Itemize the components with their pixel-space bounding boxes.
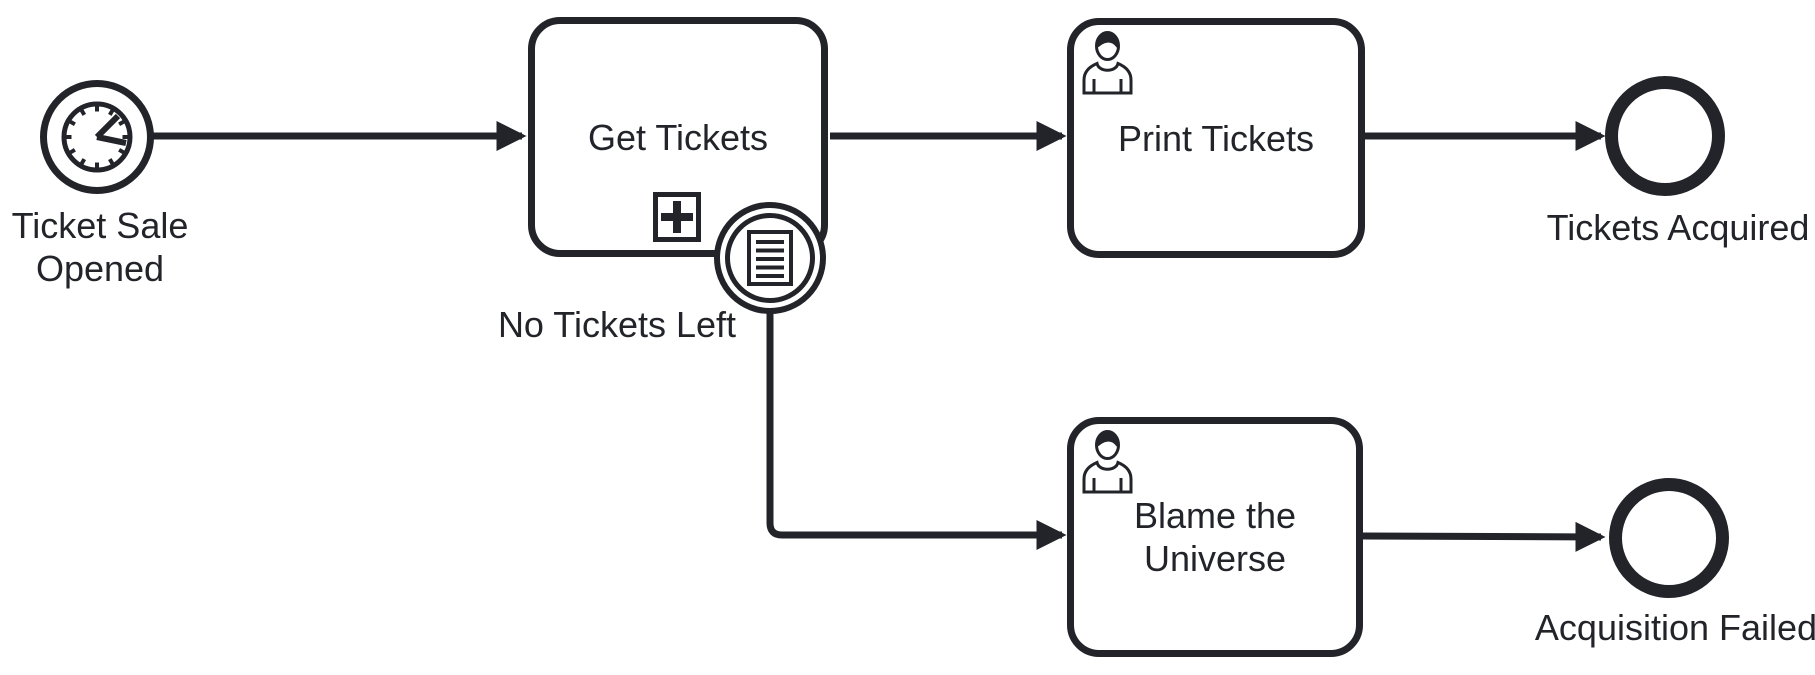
task-print-tickets-label: Print Tickets: [1117, 117, 1315, 159]
task-blame-the-universe-label-line1: Blame the: [1133, 495, 1297, 536]
user-icon: [1082, 430, 1133, 494]
end-event-tickets-acquired[interactable]: [1605, 76, 1725, 196]
task-print-tickets[interactable]: Print Tickets: [1067, 18, 1365, 258]
subprocess-plus-icon[interactable]: [653, 192, 701, 242]
sequence-flow-boundary-to-blame-universe[interactable]: [766, 313, 1067, 551]
conditional-boundary-event[interactable]: [714, 202, 826, 314]
start-event-label-line1: Ticket Sale: [11, 205, 189, 246]
subprocess-get-tickets-label: Get Tickets: [587, 116, 769, 158]
start-event-label[interactable]: Ticket Sale Opened: [0, 204, 200, 290]
task-blame-the-universe-label-line2: Universe: [1143, 538, 1287, 579]
boundary-event-inner-ring: [725, 213, 815, 303]
task-blame-the-universe[interactable]: Blame the Universe: [1067, 417, 1363, 657]
conditional-document-icon: [747, 230, 793, 286]
sequence-flow-blame-universe-to-acquisition-failed[interactable]: [1362, 521, 1606, 552]
boundary-event-label[interactable]: No Tickets Left: [497, 304, 737, 345]
user-icon: [1082, 31, 1133, 95]
end-event-acquisition-failed-label[interactable]: Acquisition Failed: [1534, 607, 1815, 648]
end-event-acquisition-failed[interactable]: [1609, 478, 1729, 598]
start-event-label-line2: Opened: [35, 248, 165, 289]
end-event-tickets-acquired-label[interactable]: Tickets Acquired: [1546, 207, 1810, 248]
timer-start-event[interactable]: [40, 80, 154, 194]
clock-icon: [61, 101, 133, 173]
